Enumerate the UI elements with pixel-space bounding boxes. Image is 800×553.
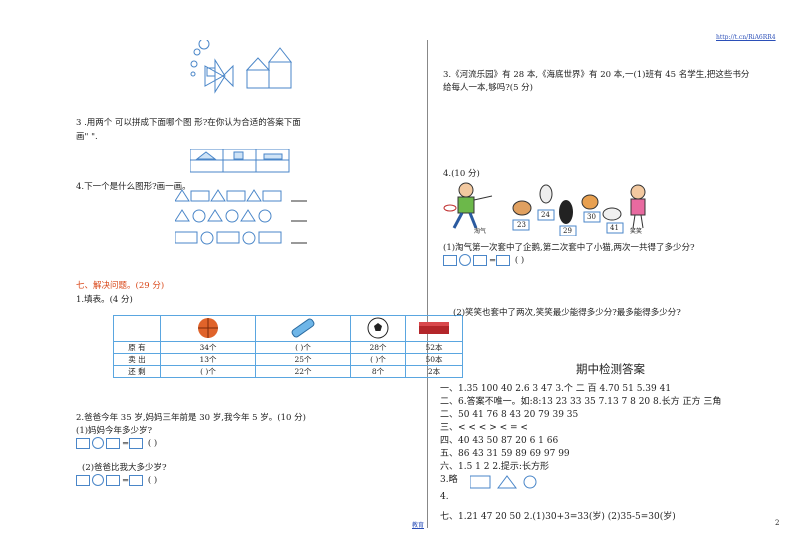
answer-line: 五、86 43 31 59 89 69 97 99 [440,449,570,459]
basketball-icon [160,315,256,342]
q2-1-answer-boxes: = ( ) [76,437,157,449]
answer-line: 二、6.答案不唯一。如:8:13 23 33 35 7.13 7 8 20 8.… [440,397,722,407]
score-23: 23 [517,221,526,229]
answer4-shapes [470,475,537,489]
q4-text: 4.下一个是什么图形?画一画。 [76,182,191,192]
pencil-case-icon [255,315,351,342]
shapes-figure [190,40,293,94]
score-41: 41 [610,224,619,232]
row-label-original: 原 有 [113,341,161,354]
answer-line: 四、40 43 50 87 20 6 1 66 [440,436,559,446]
score-24: 24 [541,211,550,219]
answer-line: 三、< < < > < = < [440,423,528,433]
row-label-remaining: 还 剩 [113,365,161,378]
r-q4-1-answer-boxes: = ( ) [443,254,524,266]
answer-line: 二、50 41 76 8 43 20 79 39 35 [440,410,579,420]
score-29: 29 [563,227,572,235]
footer-link[interactable]: 教育 [412,522,425,529]
q2-title: 2.爸爸今年 35 岁,妈妈三年前是 30 岁,我今年 5 岁。(10 分) [76,413,306,423]
row-label-sold: 卖 出 [113,353,161,366]
answers-title: 期中检测答案 [576,362,645,376]
q1-title: 1.填表。(4 分) [76,295,133,305]
answer-line: 六、1.5 1 2 2.提示:长方形 [440,462,549,472]
q3-text: 3 .用两个 可以拼成下面哪个图 形?在你认为合适的答案下面 [76,118,301,128]
column-divider [427,40,428,528]
r-q4-title: 4.(10 分) [443,169,480,179]
r-q4-1: (1)淘气第一次套中了企鹅,第二次套中了小猫,两次一共得了多少分? [443,243,695,253]
book-icon [405,315,463,342]
answer-line: 一、1.35 100 40 2.6 3 47 3.个 二 百 4.70 51 5… [440,384,672,394]
label-xiaoxiao: 笑笑 [630,228,643,235]
r-q3-line1: 3.《河流乐园》有 28 本,《海底世界》有 20 本,一(1)班有 45 名学… [443,70,750,80]
header-link[interactable]: http://t.cn/RiA6RR4 [716,34,776,41]
q3-text2: 画" ". [76,132,98,142]
q2-1: (1)妈妈今年多少岁? [76,426,153,436]
answer-line: 4. [440,492,449,502]
ring-toss-illustration [443,182,646,236]
label-taoqi: 淘气 [474,228,487,235]
fill-table: 原 有 34个 ( )个 28个 52本 卖 出 13个 25个 ( )个 50… [113,315,463,378]
section7-title: 七、解决问题。(29 分) [76,281,165,291]
r-q3-line2: 给每人一本,够吗?(5 分) [443,83,534,93]
page-number: 2 [775,519,780,527]
answer-line: 七、1.21 47 20 50 2.(1)30+3=33(岁) (2)35-5=… [440,512,676,522]
q3-options [190,149,290,173]
score-30: 30 [587,213,596,221]
q2-2-answer-boxes: = ( ) [76,474,157,486]
r-q4-2: (2)笑笑也套中了两次,笑笑最少能得多少分?最多能得多少分? [453,308,681,318]
q2-2: (2)爸爸比我大多少岁? [82,463,167,473]
answer-line: 3.略 [440,475,458,485]
soccer-ball-icon [350,315,406,342]
answers-list: 一、1.35 100 40 2.6 3 47 3.个 二 百 4.70 51 5… [440,381,725,522]
pattern-rows [175,189,307,245]
